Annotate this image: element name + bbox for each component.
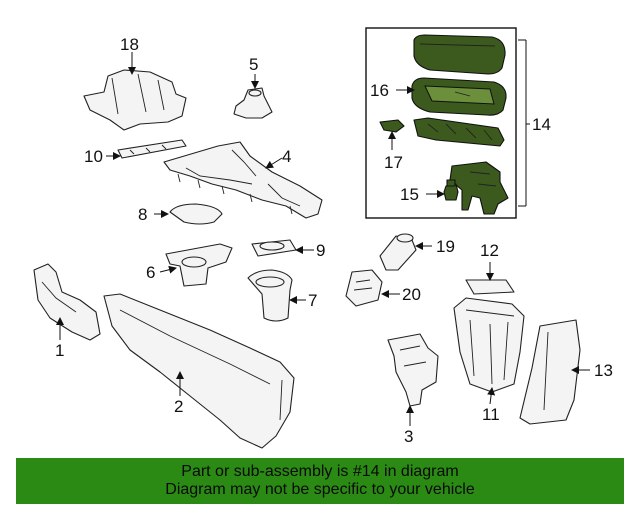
callout-19: 19 [436, 237, 455, 256]
leaders [56, 39, 590, 426]
callout-10: 10 [84, 147, 103, 166]
parts-diagram: 18 5 10 4 8 9 6 7 16 17 15 14 19 20 12 1… [33, 27, 613, 449]
part-3-bracket[interactable] [387, 333, 439, 407]
callout-6: 6 [146, 263, 155, 282]
part-14-armrest-lid-cover[interactable] [413, 34, 506, 75]
part-6-cup-holder[interactable] [165, 243, 233, 287]
callout-4: 4 [282, 147, 291, 166]
part-14-armrest-hinge[interactable] [449, 161, 509, 215]
callout-12: 12 [480, 241, 499, 260]
part-18-trim-panel[interactable] [83, 69, 187, 131]
callout-13: 13 [594, 361, 613, 380]
part-10-bracket[interactable] [117, 139, 187, 159]
callout-2: 2 [174, 397, 183, 416]
part-20-module[interactable] [345, 269, 383, 307]
part-9-cup-holder-ring[interactable] [251, 239, 297, 257]
callout-16: 16 [370, 81, 389, 100]
callout-7: 7 [308, 291, 317, 310]
part-2-console-side-panel[interactable] [103, 293, 295, 449]
part-13-side-panel[interactable] [519, 319, 581, 425]
part-1-side-panel[interactable] [33, 263, 101, 341]
callout-9: 9 [316, 241, 325, 260]
part-7-cup-insert[interactable] [247, 269, 293, 322]
callout-5: 5 [249, 55, 258, 74]
callout-8: 8 [138, 205, 147, 224]
part-4-console-upper-panel[interactable] [163, 141, 323, 219]
callout-15: 15 [400, 185, 419, 204]
callout-3: 3 [404, 427, 413, 446]
part-5-shift-boot[interactable] [233, 87, 273, 119]
part-17-clip[interactable] [379, 119, 405, 133]
callout-18: 18 [120, 35, 139, 54]
callout-1: 1 [55, 341, 64, 360]
part-14-armrest-base[interactable] [413, 117, 505, 147]
callout-14: 14 [532, 115, 551, 134]
callout-17: 17 [384, 153, 403, 172]
part-19-socket[interactable] [379, 233, 417, 271]
part-11-console-box[interactable] [453, 297, 525, 393]
part-8-cover[interactable] [169, 203, 223, 225]
part-16-armrest-lid[interactable] [411, 77, 507, 116]
callout-11: 11 [482, 405, 500, 424]
callout-20: 20 [402, 285, 421, 304]
info-banner: Part or sub-assembly is #14 in diagram D… [16, 458, 624, 504]
banner-line-2: Diagram may not be specific to your vehi… [165, 481, 475, 498]
banner-line-1: Part or sub-assembly is #14 in diagram [181, 463, 459, 480]
part-12-pad[interactable] [465, 279, 515, 295]
